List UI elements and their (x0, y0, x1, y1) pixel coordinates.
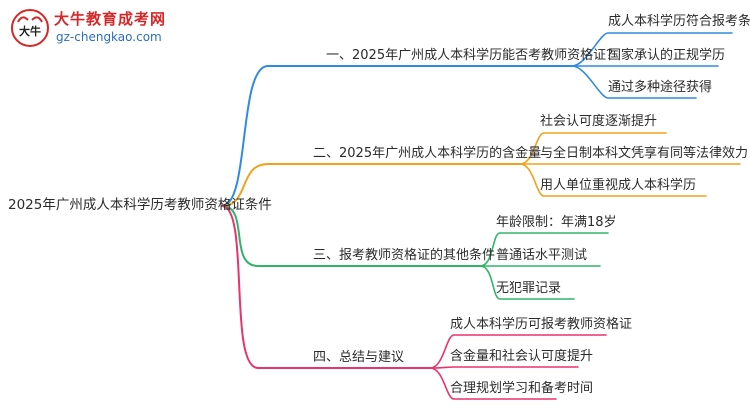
branch-4-child-3: 合理规划学习和备考时间 (450, 381, 594, 396)
branch-1-connector (221, 65, 269, 207)
branch-2-child-1-connector (519, 132, 667, 165)
branch-3-connector (221, 205, 259, 267)
branch-4-child-3-connector (429, 367, 557, 400)
branch-2-child-3-connector (519, 163, 707, 197)
branch-1-child-1: 成人本科学历符合报考条件 (608, 14, 750, 29)
logo-name: 大牛教育成考网 (54, 10, 167, 28)
branch-3-child-1: 年龄限制：年满18岁 (496, 215, 617, 230)
branch-3-label: 三、报考教师资格证的其他条件 (313, 248, 496, 263)
branch-2-connector (221, 163, 269, 207)
bull-logo-icon: 大牛 (11, 9, 49, 47)
branch-3-child-2: 普通话水平测试 (496, 248, 588, 263)
branch-3-child-1-connector (479, 232, 609, 267)
root-node: 2025年广州成人本科学历考教师资格证条件 (8, 197, 272, 213)
branch-2-child-3: 用人单位重视成人本科学历 (540, 178, 697, 193)
branch-4-child-2-connector (429, 366, 579, 369)
branch-1-label: 一、2025年广州成人本科学历能否考教师资格证？ (326, 48, 620, 63)
branch-2-label: 二、2025年广州成人本科学历的含金量 (313, 146, 542, 161)
branch-2-child-1: 社会认可度逐渐提升 (540, 114, 658, 129)
branch-1-child-3: 通过多种途径获得 (608, 80, 713, 95)
branch-4-connector (221, 205, 259, 369)
branch-4-label: 四、总结与建议 (313, 350, 405, 365)
branch-2-child-2: 与全日制本科文凭享有同等法律效力 (540, 146, 749, 161)
branch-1-child-3-connector (571, 65, 697, 99)
branch-4-child-1: 成人本科学历可报考教师资格证 (450, 317, 633, 332)
branch-1-child-1-connector (571, 32, 733, 67)
logo-site-url: gz-chengkao.com (56, 30, 162, 44)
branch-4-child-2: 含金量和社会认可度提升 (450, 349, 594, 364)
logo-badge-text: 大牛 (19, 24, 41, 38)
branch-3-child-3: 无犯罪记录 (496, 281, 562, 296)
site-logo[interactable]: 大牛 大牛教育成考网 gz-chengkao.com (8, 6, 188, 52)
branch-4-child-1-connector (429, 334, 607, 369)
branch-1-child-2: 国家承认的正规学历 (608, 48, 726, 63)
branch-3-child-3-connector (479, 265, 575, 300)
